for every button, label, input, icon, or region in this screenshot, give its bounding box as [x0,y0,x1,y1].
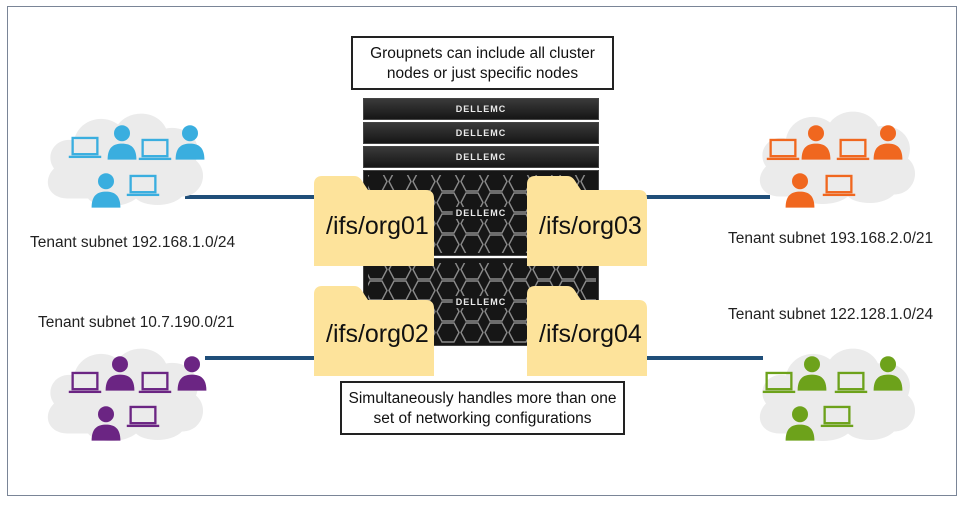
folder-org01: /ifs/org01 [314,176,434,266]
folder-label: /ifs/org02 [326,320,429,348]
laptop-icon [138,138,172,162]
link-line-tenant2 [205,356,325,360]
folder-org03: /ifs/org03 [527,176,647,266]
tenant-cloud-1 [40,100,210,215]
tenant-label-3: Tenant subnet 193.168.2.0/21 [728,230,934,247]
folder-org02: /ifs/org02 [314,286,434,376]
callout-line: Groupnets can include all cluster [370,45,595,62]
dell-emc-logo: DELLEMC [452,207,510,219]
cloud-icon [40,335,210,450]
folder-label: /ifs/org03 [539,212,642,240]
person-icon [174,124,206,160]
folder-label: /ifs/org04 [539,320,642,348]
person-icon [784,405,816,441]
person-icon [176,355,208,391]
folder-label: /ifs/org01 [326,212,429,240]
person-icon [796,355,828,391]
dell-emc-logo: DELLEMC [455,152,507,162]
person-icon [784,172,816,208]
laptop-icon [836,138,870,162]
dell-emc-logo: DELLEMC [455,128,507,138]
link-line-tenant1 [185,195,325,199]
person-icon [872,355,904,391]
tenant-label-2: Tenant subnet 10.7.190.0/21 [38,314,235,331]
laptop-icon [822,174,856,198]
networking-callout: Simultaneously handles more than one set… [340,381,625,435]
callout-line: nodes or just specific nodes [386,65,579,82]
laptop-icon [126,405,160,429]
laptop-icon [126,174,160,198]
server-node-1: DELLEMC [363,98,599,120]
tenant-cloud-3 [752,98,922,213]
laptop-icon [68,136,102,160]
callout-line: set of networking configurations [373,410,592,427]
dell-emc-logo: DELLEMC [455,104,507,114]
laptop-icon [138,371,172,395]
person-icon [90,172,122,208]
server-node-3: DELLEMC [363,146,599,168]
person-icon [90,405,122,441]
laptop-icon [820,405,854,429]
dell-emc-logo: DELLEMC [452,296,510,308]
tenant-cloud-2 [40,335,210,450]
person-icon [106,124,138,160]
person-icon [800,124,832,160]
person-icon [104,355,136,391]
laptop-icon [68,371,102,395]
tenant-label-1: Tenant subnet 192.168.1.0/24 [30,234,236,251]
server-node-2: DELLEMC [363,122,599,144]
folder-org04: /ifs/org04 [527,286,647,376]
laptop-icon [762,371,796,395]
link-line-tenant4 [645,356,763,360]
groupnets-callout: Groupnets can include all cluster nodes … [351,36,614,90]
laptop-icon [766,138,800,162]
tenant-label-4: Tenant subnet 122.128.1.0/24 [728,306,934,323]
laptop-icon [834,371,868,395]
link-line-tenant3 [645,195,770,199]
callout-line: Simultaneously handles more than one [348,390,617,407]
tenant-cloud-4 [752,335,922,450]
person-icon [872,124,904,160]
